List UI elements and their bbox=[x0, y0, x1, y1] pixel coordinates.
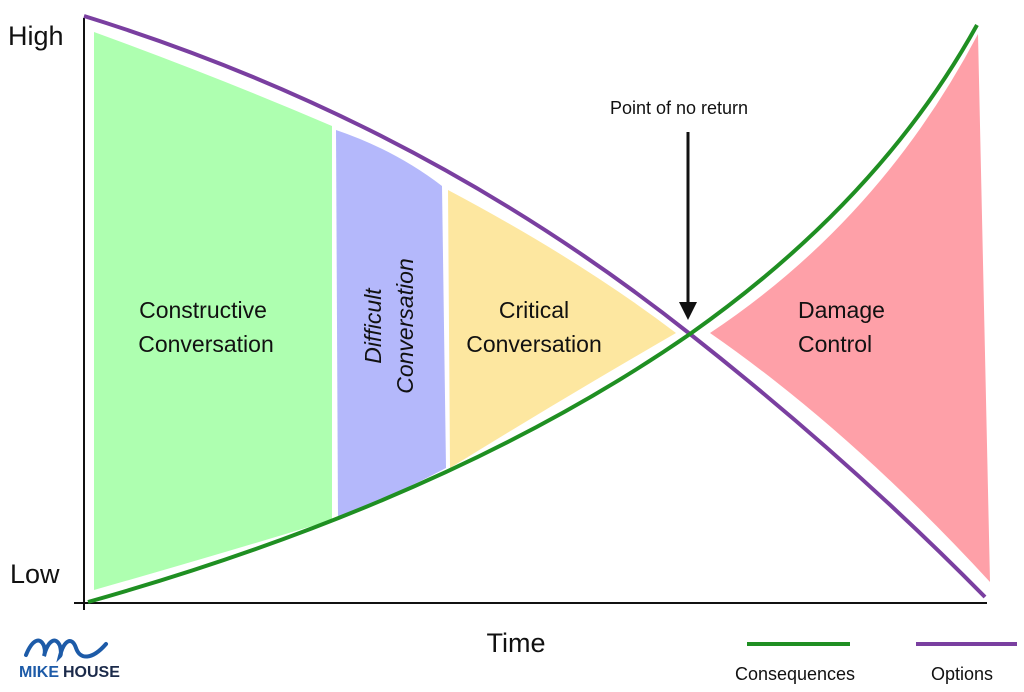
y-axis-high-label: High bbox=[8, 21, 64, 51]
zone-damage bbox=[710, 34, 990, 582]
zone-critical-label-line2: Conversation bbox=[466, 331, 602, 357]
zone-difficult bbox=[336, 130, 446, 518]
point-of-no-return-label: Point of no return bbox=[610, 98, 748, 118]
zone-constructive-label-line1: Constructive bbox=[139, 297, 267, 323]
logo-word-mike: MIKE bbox=[19, 664, 59, 681]
consequences-line bbox=[87, 24, 979, 604]
logo-word-house: HOUSE bbox=[63, 664, 120, 681]
zone-constructive bbox=[94, 32, 332, 590]
legend-options-label: Options bbox=[931, 664, 993, 684]
mike-house-logo: MIKE HOUSE bbox=[19, 638, 120, 681]
zone-damage-label-line2: Control bbox=[798, 331, 872, 357]
legend: Consequences Options bbox=[735, 642, 1017, 684]
y-axis-low-label: Low bbox=[10, 559, 60, 589]
x-axis-label: Time bbox=[487, 628, 546, 658]
zone-critical-label-line1: Critical bbox=[499, 297, 569, 323]
zone-critical bbox=[448, 190, 676, 468]
legend-consequences-label: Consequences bbox=[735, 664, 855, 684]
wave-m-icon bbox=[24, 638, 108, 663]
zone-damage-label-line1: Damage bbox=[798, 297, 885, 323]
zone-difficult-label-line2: Conversation bbox=[392, 258, 418, 394]
options-line bbox=[83, 14, 987, 599]
zone-difficult-label-line1: Difficult bbox=[360, 287, 386, 364]
zone-constructive-label-line2: Conversation bbox=[138, 331, 274, 357]
arrowhead-icon bbox=[679, 302, 697, 320]
